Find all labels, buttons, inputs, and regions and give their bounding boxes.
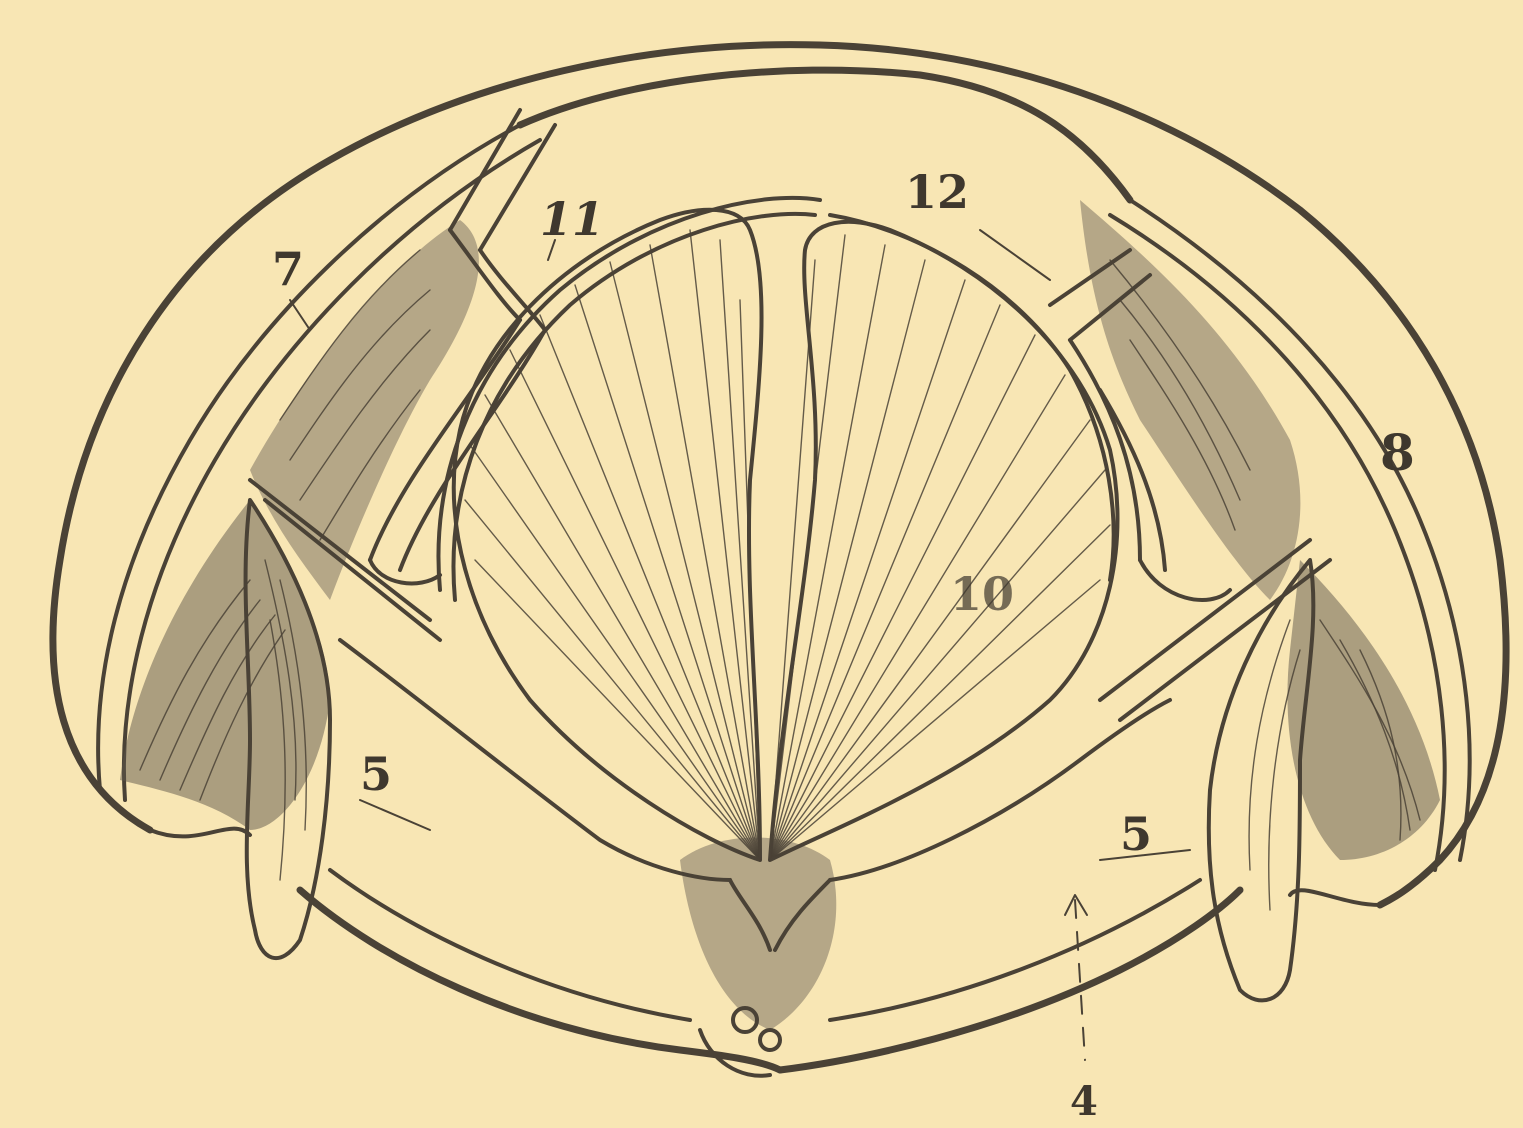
label-12: 12 bbox=[905, 165, 969, 219]
label-5-left: 5 bbox=[360, 747, 392, 801]
label-8: 8 bbox=[1380, 423, 1415, 482]
label-5-right: 5 bbox=[1120, 807, 1152, 861]
label-7: 7 bbox=[272, 242, 304, 296]
label-4: 4 bbox=[1070, 1078, 1098, 1125]
label-11: 11 bbox=[540, 192, 604, 246]
label-10: 10 bbox=[950, 567, 1014, 621]
